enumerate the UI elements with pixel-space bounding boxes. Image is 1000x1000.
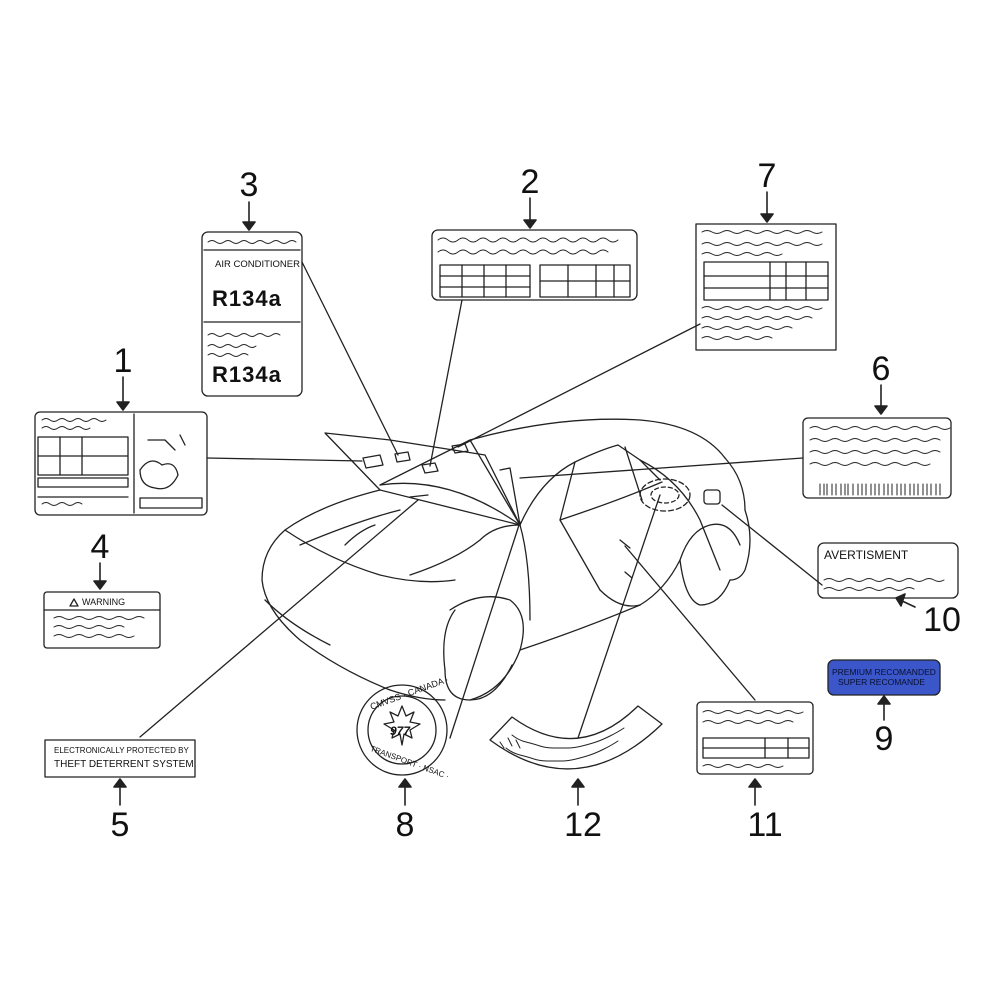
fuel-text-line2: SUPER RECOMANDE xyxy=(838,677,925,687)
label-3-air-conditioner xyxy=(201,231,303,397)
label-6-vin-barcode xyxy=(802,417,952,499)
callout-4: 4 xyxy=(90,528,110,566)
leader-lines xyxy=(139,261,823,739)
callout-1: 1 xyxy=(113,342,133,380)
label-7-specification xyxy=(695,223,837,351)
refrigerant-code-top: R134a xyxy=(212,286,282,311)
callout-12: 12 xyxy=(564,806,602,844)
maple-leaf-icon xyxy=(383,705,421,746)
dashed-location-oval xyxy=(639,478,691,512)
label-11-load-info xyxy=(696,701,814,775)
air-conditioner-heading: AIR CONDITIONER xyxy=(215,259,300,270)
callout-5: 5 xyxy=(110,806,130,844)
avertisment-heading: AVERTISMENT xyxy=(824,548,909,562)
label-9-fuel-recommendation xyxy=(827,659,941,696)
theft-text-line1: ELECTRONICALLY PROTECTED BY xyxy=(54,746,189,755)
callout-9: 9 xyxy=(874,720,894,758)
callout-8: 8 xyxy=(395,806,415,844)
car-illustration xyxy=(261,418,751,701)
fuel-text-line1: PREMIUM RECOMANDED xyxy=(832,667,936,677)
callout-arrows xyxy=(93,191,916,806)
theft-text-line2: THEFT DETERRENT SYSTEM xyxy=(54,759,194,770)
hood xyxy=(324,432,521,526)
label-4-warning xyxy=(43,591,161,649)
fine-print-texture xyxy=(41,230,951,768)
warning-heading: WARNING xyxy=(82,597,126,607)
label-2-tire-info xyxy=(431,229,638,301)
cmvss-number: 977 xyxy=(390,724,411,738)
callout-7: 7 xyxy=(757,157,777,195)
label-1-emission xyxy=(34,411,208,516)
callout-10: 10 xyxy=(923,601,961,639)
callout-2: 2 xyxy=(520,163,540,201)
callout-11: 11 xyxy=(747,806,783,844)
label-8-cmvss-seal xyxy=(356,684,448,776)
callout-6: 6 xyxy=(871,350,891,388)
callout-3: 3 xyxy=(239,166,259,204)
refrigerant-code-bottom: R134a xyxy=(212,362,282,387)
label-10-avertisment xyxy=(817,542,959,599)
label-5-theft-deterrent xyxy=(44,739,196,778)
fuel-door xyxy=(703,489,721,505)
label-12-curved-sticker xyxy=(489,705,663,770)
warning-triangle-icon xyxy=(69,598,79,607)
